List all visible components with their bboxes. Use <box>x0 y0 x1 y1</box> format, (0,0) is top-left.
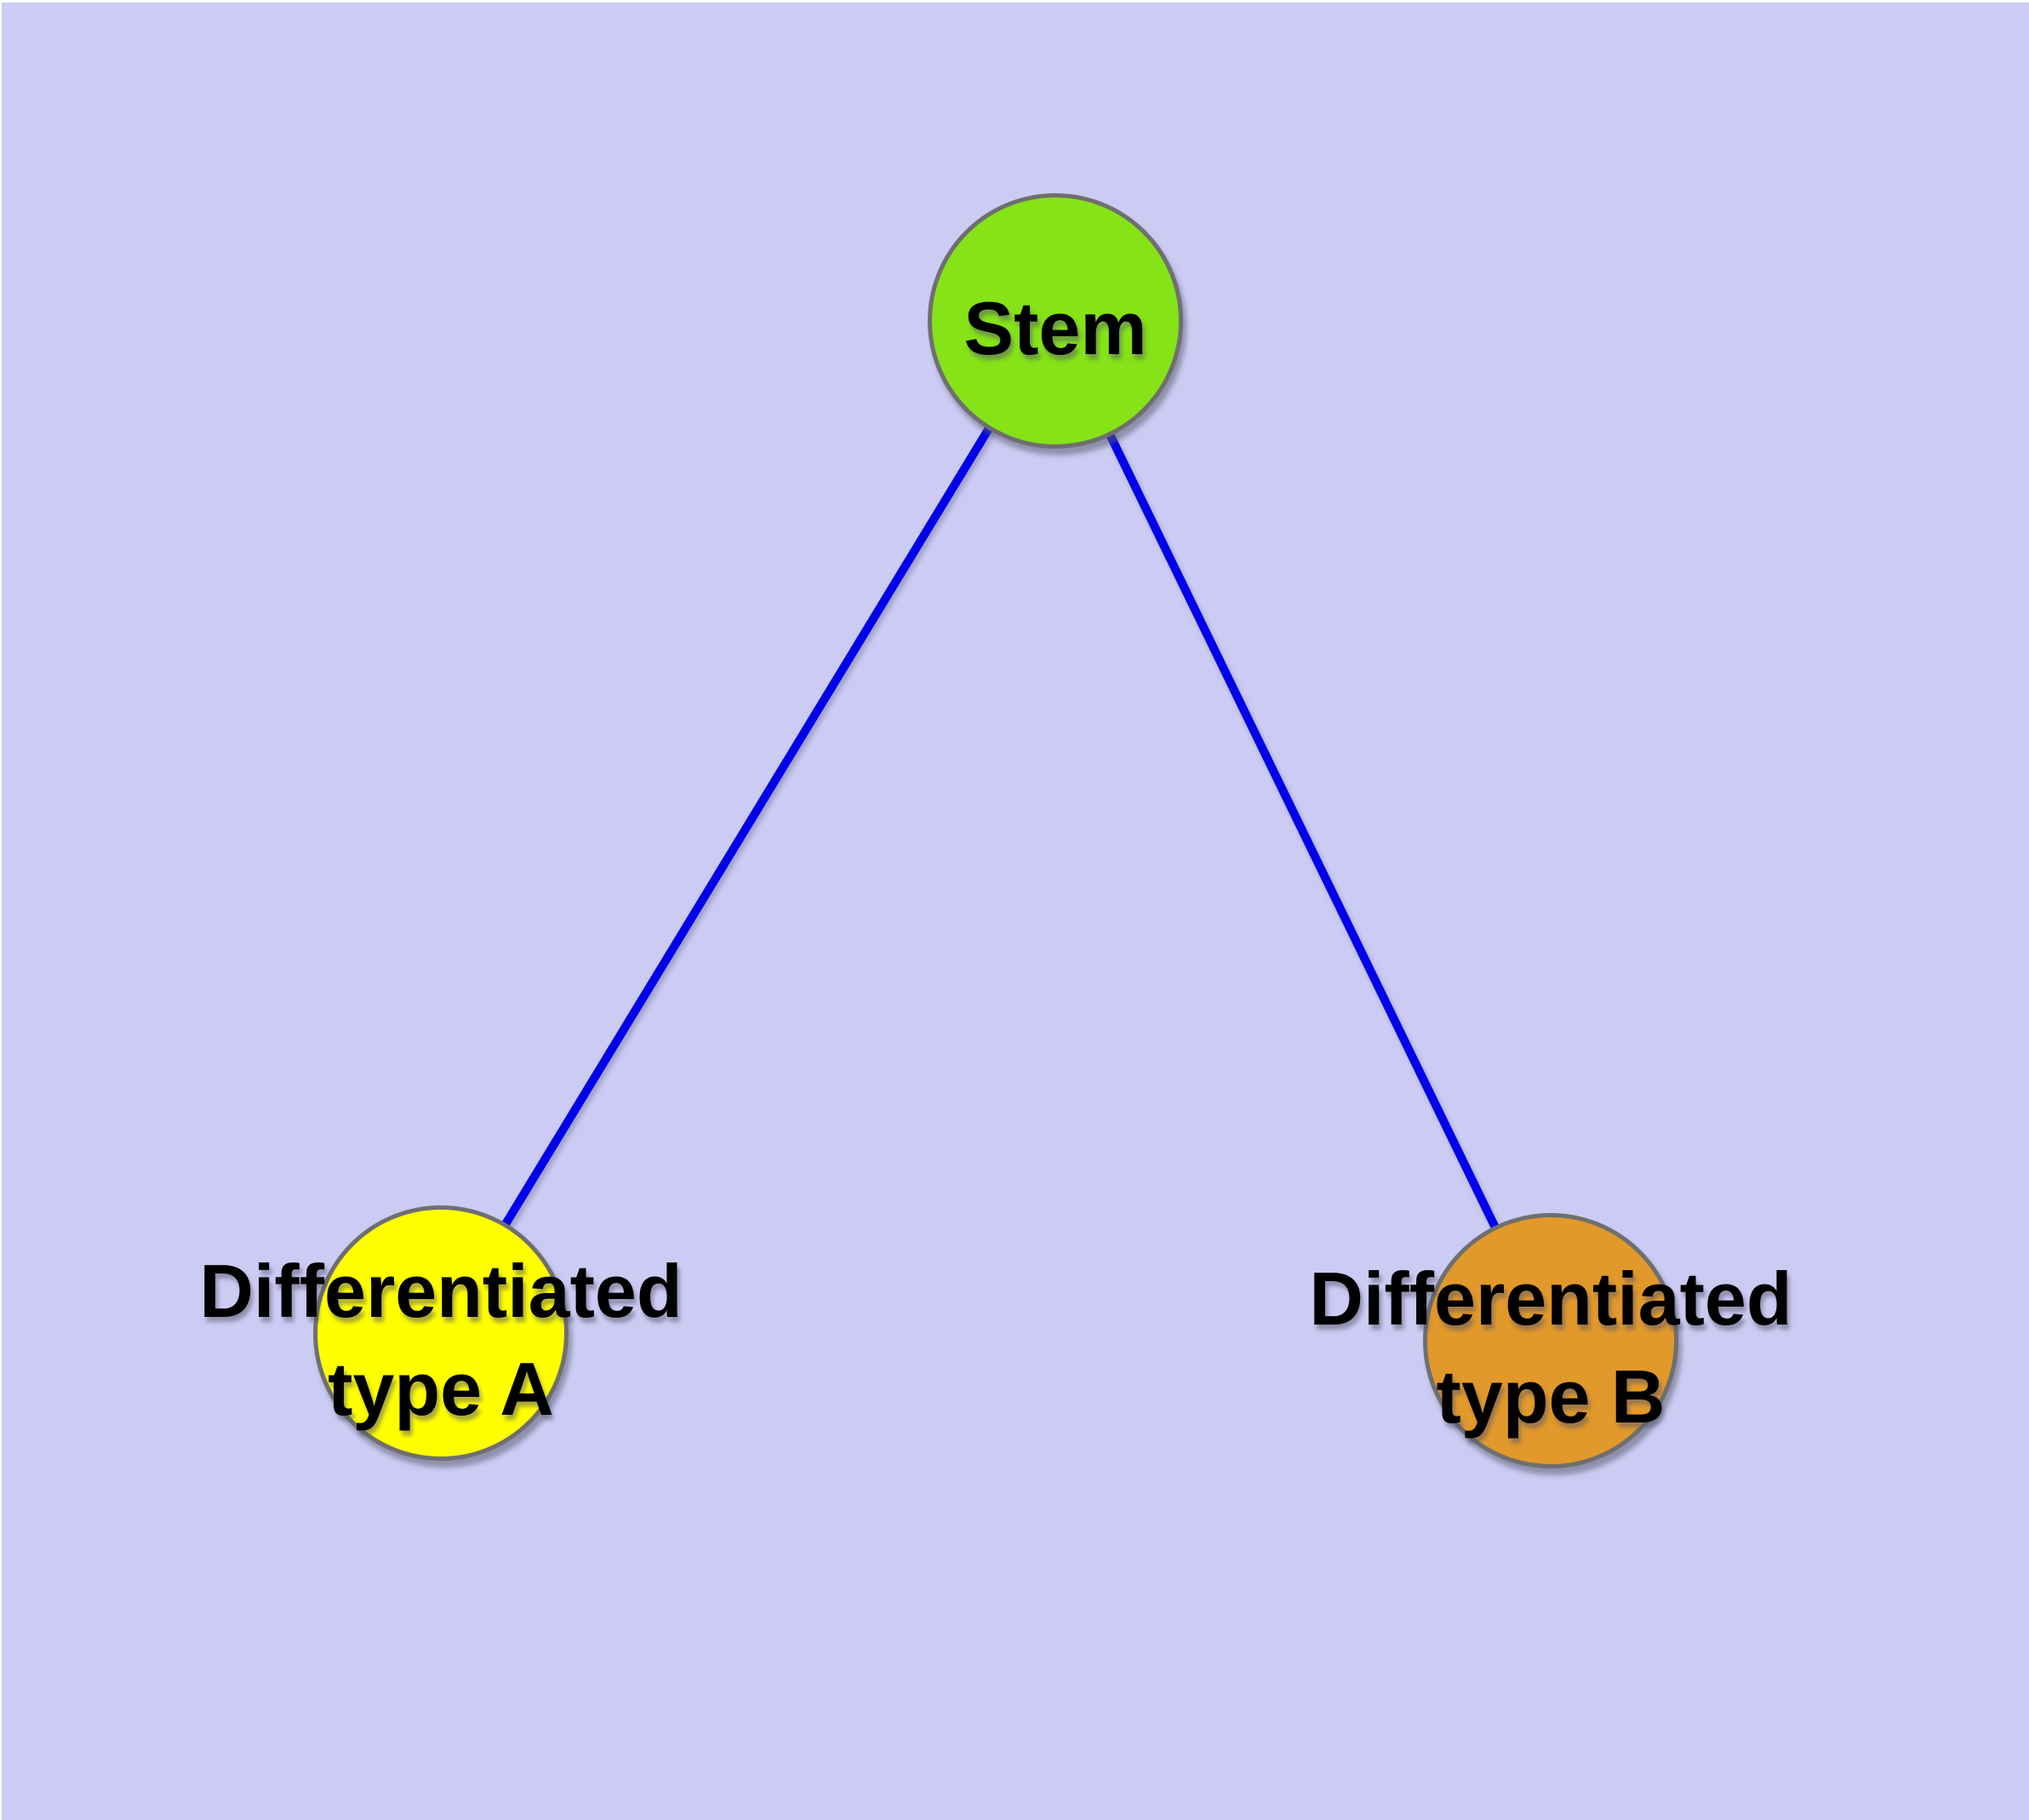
node-differentiated-type-a-label-line2: type A <box>328 1347 554 1431</box>
node-differentiated-type-b[interactable]: Differentiated type B <box>1309 1213 1792 1468</box>
diagram-page: Stem Differentiated type A Differentiate… <box>2 3 2029 1820</box>
node-differentiated-type-a-label-line1: Differentiated <box>199 1249 683 1333</box>
edge-layer <box>437 318 1553 1341</box>
edge-stem-to-type-b[interactable] <box>1050 318 1553 1341</box>
node-stem[interactable]: Stem <box>928 193 1183 449</box>
node-differentiated-type-a[interactable]: Differentiated type A <box>199 1205 683 1461</box>
node-stem-label: Stem <box>963 279 1146 377</box>
edge-stem-to-type-a[interactable] <box>437 318 1059 1334</box>
node-differentiated-type-b-label-line1: Differentiated <box>1309 1256 1792 1341</box>
node-differentiated-type-b-label-line2: type B <box>1436 1354 1666 1439</box>
node-differentiated-type-b-label: Differentiated type B <box>1309 1250 1792 1445</box>
node-stem-label-line1: Stem <box>963 285 1147 370</box>
node-differentiated-type-a-label: Differentiated type A <box>199 1242 682 1438</box>
